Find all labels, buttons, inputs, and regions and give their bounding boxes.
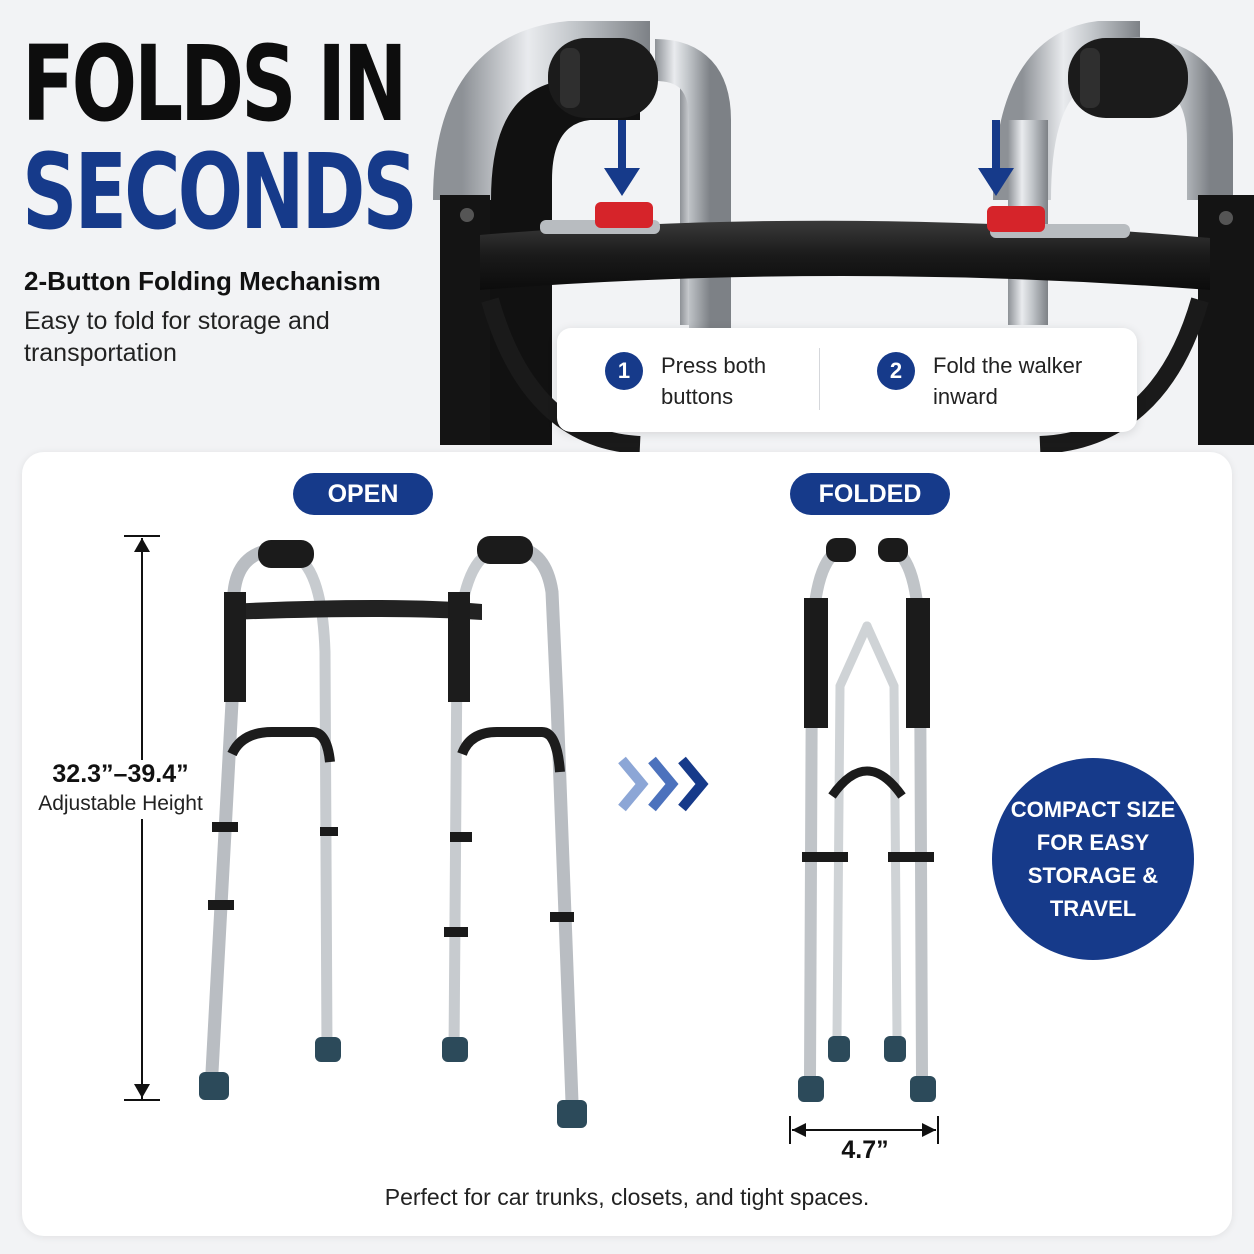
subtext: Easy to fold for storage and transportat… xyxy=(24,307,330,367)
open-label: OPEN xyxy=(293,473,433,515)
compact-badge-text: COMPACT SIZE FOR EASY STORAGE & TRAVEL xyxy=(1010,797,1176,921)
open-walker-image xyxy=(199,536,587,1128)
folded-walker-image xyxy=(798,538,936,1102)
subhead: 2-Button Folding Mechanism xyxy=(24,266,381,296)
comparison-panel: OPEN FOLDED 32.3”–39.4” Adjustable Heigh… xyxy=(22,452,1232,1236)
height-value: 32.3”–39.4” xyxy=(52,760,189,788)
walker-closeup-image xyxy=(433,21,1254,454)
down-arrow-icon xyxy=(978,120,1014,196)
step-text: Press both buttons xyxy=(661,353,767,409)
down-arrow-icon xyxy=(604,120,640,196)
step-number-badge: 2 xyxy=(877,352,915,390)
height-dimension-line xyxy=(124,535,160,1101)
width-value: 4.7” xyxy=(841,1136,889,1164)
compact-badge: COMPACT SIZE FOR EASY STORAGE & TRAVEL xyxy=(992,758,1194,960)
step-number-badge: 1 xyxy=(605,352,643,390)
steps-card: 1 Press both buttons 2 Fold the walker i… xyxy=(557,328,1137,432)
step-2: 2 Fold the walker inward xyxy=(877,350,1103,412)
step-text: Fold the walker inward xyxy=(933,353,1083,409)
footer-text: Perfect for car trunks, closets, and tig… xyxy=(384,1184,870,1210)
height-label: 32.3”–39.4” Adjustable Height xyxy=(28,760,213,819)
headline-line-1: FOLDS IN xyxy=(22,23,407,145)
folded-label: FOLDED xyxy=(790,473,950,515)
height-description: Adjustable Height xyxy=(38,792,203,815)
step-1: 1 Press both buttons xyxy=(605,350,831,412)
headline-line-2: SECONDS xyxy=(22,131,418,253)
width-dimension-line xyxy=(789,1116,939,1144)
headline: FOLDS IN SECONDS xyxy=(22,23,418,253)
divider xyxy=(819,348,820,410)
triple-chevron-right-icon xyxy=(618,756,709,812)
